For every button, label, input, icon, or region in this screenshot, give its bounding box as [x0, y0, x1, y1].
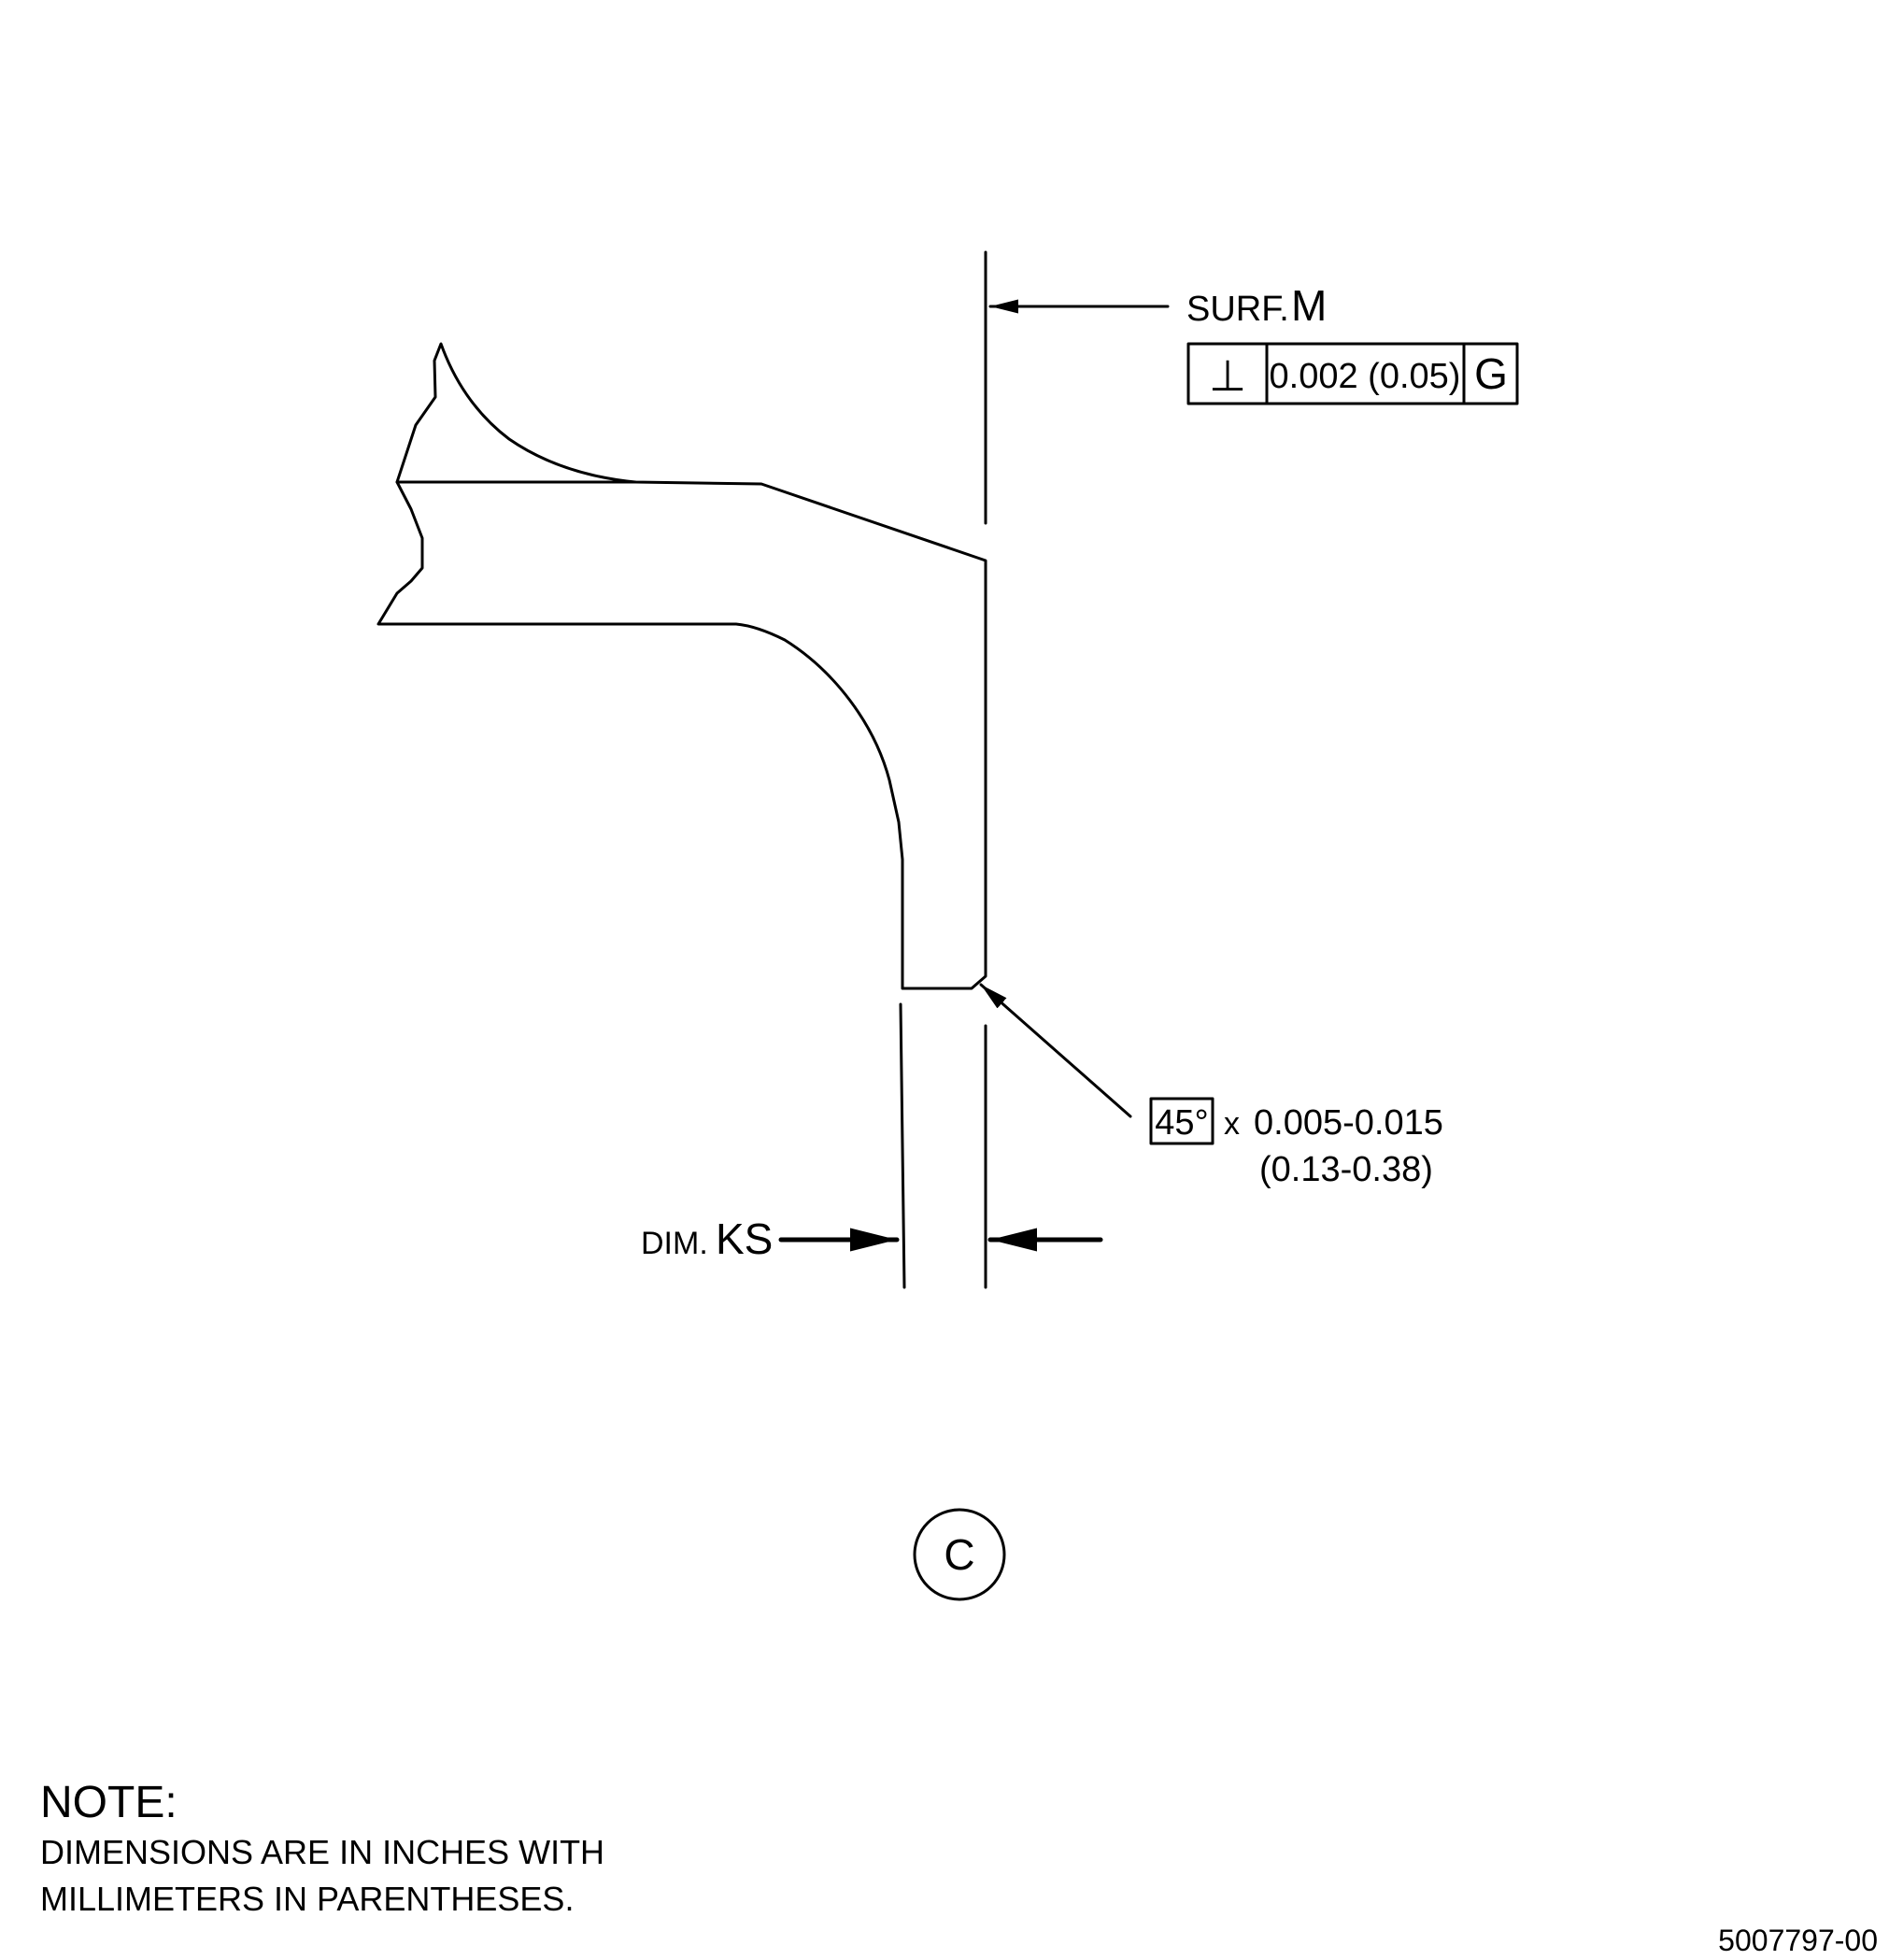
feature-control-frame: ⊥ 0.002 (0.05) G [1186, 342, 1519, 405]
surface-prefix: SURF. [1186, 290, 1289, 329]
perpendicularity-symbol: ⊥ [1209, 351, 1246, 400]
note-line-1: DIMENSIONS ARE IN INCHES WITH [40, 1833, 604, 1871]
chamfer-size-inches: 0.005-0.015 [1254, 1103, 1443, 1143]
dimension-letter: KS [716, 1214, 773, 1263]
view-label: C [944, 1530, 974, 1579]
note-line-2: MILLIMETERS IN PARENTHESES. [40, 1880, 574, 1918]
part-outline [376, 342, 987, 990]
view-label-circle [913, 1508, 1006, 1601]
chamfer-size-mm: (0.13-0.38) [1259, 1150, 1433, 1189]
tolerance-value: 0.002 (0.05) [1270, 357, 1461, 396]
chamfer-callout: 45° x 0.005-0.015 (0.13-0.38) [1149, 1097, 1443, 1189]
datum-reference: G [1474, 349, 1508, 398]
dimension-extension-left [899, 1002, 906, 1289]
surface-letter: M [1291, 281, 1327, 330]
dimension-prefix: DIM. [641, 1226, 708, 1261]
note-title: NOTE: [40, 1778, 178, 1827]
chamfer-leader-arrow [979, 983, 1132, 1118]
chamfer-times: x [1224, 1106, 1240, 1142]
chamfer-angle: 45° [1155, 1103, 1208, 1143]
document-id: 5007797-00 [1718, 1924, 1878, 1957]
